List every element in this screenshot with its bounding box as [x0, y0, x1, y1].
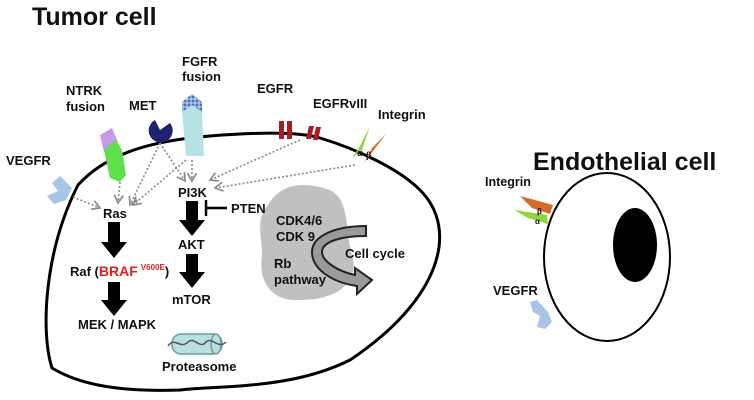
akt-label: AKT [178, 237, 205, 252]
signaling-arrows [72, 139, 356, 211]
ntrk-label-line1: NTRK [66, 83, 103, 98]
integrin-alpha-endo [514, 210, 548, 224]
egfrviii-label: EGFRvIII [313, 96, 367, 111]
cdk46-label: CDK4/6 [276, 213, 322, 228]
vegfr-tumor-receptor [47, 176, 72, 204]
vegfr-endo-label: VEGFR [493, 283, 538, 298]
braf-label: BRAF [99, 263, 138, 279]
cell-cycle-arrow [310, 224, 374, 297]
tumor-cell-title: Tumor cell [32, 3, 157, 31]
integrin-tumor-label: Integrin [378, 107, 426, 122]
braf-mutation-label: V600E [141, 263, 166, 272]
arrow-akt-mtor [179, 254, 205, 288]
fgfr-label-line2: fusion [182, 69, 221, 84]
vegfr-endo-receptor [530, 300, 552, 329]
fgfr-fusion-receptor-top [182, 94, 202, 112]
proteasome-icon [167, 333, 227, 355]
integrin-beta-endo-label: β [537, 207, 542, 216]
egfrviii-receptor [306, 126, 321, 140]
arrow-raf-mek [101, 282, 127, 316]
rb-label-line1: Rb [274, 256, 291, 271]
mek-mapk-label: MEK / MAPK [78, 317, 157, 332]
egfr-label: EGFR [257, 81, 294, 96]
ras-label: Ras [103, 206, 127, 221]
pi3k-label: PI3K [178, 185, 208, 200]
vegfr-tumor-label: VEGFR [6, 153, 51, 168]
integrin-beta-endo [520, 196, 553, 214]
ntrk-fusion-receptor-body [104, 140, 126, 182]
mtor-label: mTOR [172, 292, 211, 307]
endothelial-nucleus [613, 208, 657, 282]
arrow-ras-raf [101, 222, 127, 258]
arrow-pi3k-akt [179, 201, 205, 236]
rb-label-line2: pathway [274, 272, 327, 287]
pten-label: PTEN [231, 201, 266, 216]
integrin-alpha-label: α [357, 148, 363, 158]
endothelial-cell-title: Endothelial cell [533, 148, 716, 176]
integrin-alpha-endo-label: α [535, 217, 540, 226]
fgfr-label-line1: FGFR [182, 54, 218, 69]
tumor-cell-membrane [44, 131, 442, 392]
fgfr-fusion-receptor-body [182, 105, 204, 156]
cdk9-label: CDK 9 [276, 229, 315, 244]
pten-inhibition [204, 200, 227, 216]
pathway-arrows [101, 201, 205, 316]
raf-prefix: Raf ( [70, 264, 100, 279]
integrin-beta-label: β [366, 150, 372, 160]
ntrk-label-line2: fusion [66, 99, 105, 114]
proteasome-label: Proteasome [162, 359, 236, 374]
met-label: MET [129, 98, 157, 113]
raf-suffix: ) [165, 264, 169, 279]
integrin-endo-label: Integrin [485, 175, 531, 189]
met-receptor [148, 120, 173, 143]
cell-cycle-label: Cell cycle [345, 246, 405, 261]
ntrk-fusion-receptor-top [100, 128, 118, 152]
egfr-receptor [279, 121, 292, 139]
